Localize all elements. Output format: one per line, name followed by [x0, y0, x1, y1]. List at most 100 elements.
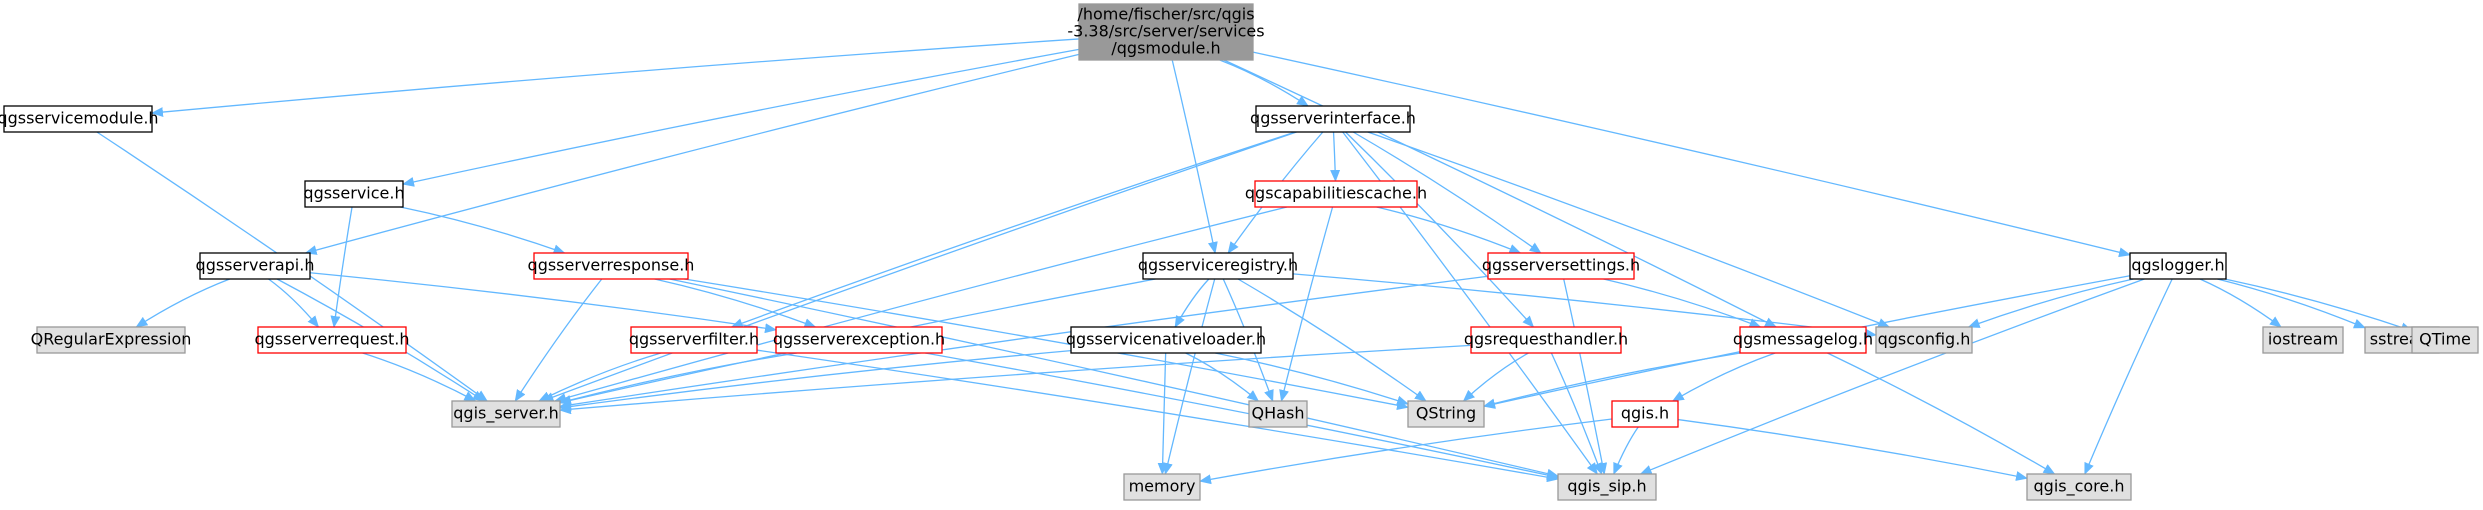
node-qgsmessagelog[interactable]: qgsmessagelog.h — [1733, 326, 1873, 354]
edge-qgsserverapi-to-qgsserverexception — [309, 272, 777, 334]
edge-qgscapabilitiescache-to-qhash — [1279, 206, 1334, 402]
node-box-qgsservice — [304, 180, 404, 208]
node-box-qgis_core — [2026, 473, 2132, 501]
edge-qgsmessagelog-to-qgis_core — [1827, 352, 2056, 475]
edge-qgsserverfilter-to-qgis_sip — [756, 349, 1559, 483]
node-qgsservicenativeloader[interactable]: qgsservicenativeloader.h — [1066, 326, 1266, 354]
node-qgsserverexception[interactable]: qgsserverexception.h — [773, 326, 945, 354]
node-qgsserverrequest[interactable]: qgsserverrequest.h — [254, 326, 410, 354]
edge-qgsserviceregistry-to-memory — [1162, 278, 1216, 475]
node-qgis_server[interactable]: qgis_server.h — [451, 400, 561, 428]
node-label-qgsserviceregistry: qgsserviceregistry.h — [1138, 256, 1298, 275]
node-qgsrequesthandler[interactable]: qgsrequesthandler.h — [1464, 326, 1628, 354]
edges-layer — [96, 38, 2413, 485]
node-qstring[interactable]: QString — [1407, 400, 1485, 428]
edge-qgsservicenativeloader-to-qgis_server — [559, 350, 1072, 412]
node-box-qtime — [2411, 326, 2479, 354]
edge-qgsserviceregistry-to-qstring — [1237, 278, 1427, 402]
node-box-qgis — [1611, 400, 1679, 428]
node-box-qgsmodule — [1078, 3, 1254, 61]
node-qgis[interactable]: qgis.h — [1611, 400, 1679, 428]
node-qgis_sip[interactable]: qgis_sip.h — [1557, 473, 1657, 501]
edge-qgsserverresponse-to-qgis_server — [514, 278, 603, 402]
node-memory[interactable]: memory — [1123, 473, 1201, 501]
node-box-qgsserverresponse — [533, 252, 689, 280]
node-label-qgsrequesthandler: qgsrequesthandler.h — [1464, 330, 1628, 349]
node-qgsservice[interactable]: qgsservice.h — [303, 180, 405, 208]
edge-qgsmodule-to-qgslogger — [1252, 51, 2131, 258]
node-iostream[interactable]: iostream — [2262, 326, 2344, 354]
node-label-qgis: qgis.h — [1621, 404, 1669, 423]
edge-qgsserviceregistry-to-qgsservicenativeloader — [1174, 278, 1210, 328]
node-label-qhash: QHash — [1252, 404, 1305, 423]
edge-qgsserverresponse-to-qstring — [684, 278, 1409, 411]
node-label-qgsservice: qgsservice.h — [303, 184, 404, 203]
node-box-memory — [1123, 473, 1201, 501]
edge-qgsmessagelog-to-qgis — [1671, 352, 1776, 402]
node-qgsserverapi[interactable]: qgsserverapi.h — [196, 252, 315, 280]
node-label-qgsserverexception: qgsserverexception.h — [773, 330, 945, 349]
node-box-qgsservicemodule — [3, 105, 153, 133]
edge-qgslogger-to-qtime — [2224, 278, 2413, 333]
edge-qgscapabilitiescache-to-qgsserversettings — [1376, 206, 1522, 254]
edge-qgsserverinterface-to-qgis_sip — [1342, 131, 1598, 475]
node-qgsmodule[interactable]: /home/fischer/src/qgis-3.38/src/server/s… — [1067, 3, 1265, 61]
edge-qgsmodule-to-qgsmessagelog — [1223, 59, 1778, 328]
node-qtime[interactable]: QTime — [2411, 326, 2479, 354]
node-qgslogger[interactable]: qgslogger.h — [2129, 252, 2227, 280]
edge-qgsserverinterface-to-qgsconfig — [1367, 131, 1891, 328]
node-qgsconfig[interactable]: qgsconfig.h — [1875, 326, 1973, 354]
edge-qgsserverapi-to-qregularexpression — [135, 278, 230, 328]
edge-qgsserverinterface-to-qgsserversettings — [1352, 131, 1542, 254]
node-box-qgscapabilitiescache — [1254, 180, 1418, 208]
edge-qgsservice-to-qgsserverresponse — [400, 206, 566, 255]
edge-qgsserverfilter-to-qgis_server — [538, 352, 662, 402]
node-box-qgsserverrequest — [257, 326, 407, 354]
node-label-qgsserverfilter: qgsserverfilter.h — [629, 330, 759, 349]
edge-qgsrequesthandler-to-qstring — [1462, 352, 1529, 402]
edge-qgsserversettings-to-qgis_server — [559, 275, 1489, 410]
node-label-qgsmessagelog: qgsmessagelog.h — [1733, 330, 1873, 349]
edge-qgsserverexception-to-qgis_server — [559, 352, 798, 405]
nodes-layer: /home/fischer/src/qgis-3.38/src/server/s… — [0, 3, 2479, 501]
node-qgsserviceregistry[interactable]: qgsserviceregistry.h — [1138, 252, 1298, 280]
edge-qgsrequesthandler-to-qgis_sip — [1550, 352, 1603, 475]
node-qregularexpression[interactable]: QRegularExpression — [31, 326, 192, 354]
node-box-qgsserverexception — [775, 326, 943, 354]
node-label-qgis_core: qgis_core.h — [2034, 477, 2125, 497]
node-qgscapabilitiescache[interactable]: qgscapabilitiescache.h — [1245, 180, 1427, 208]
node-box-qgsserverapi — [199, 252, 311, 280]
edge-qgslogger-to-qgis_core — [2084, 278, 2173, 475]
edge-qgslogger-to-sstream — [2217, 278, 2366, 329]
node-box-qgsserviceregistry — [1142, 252, 1294, 280]
node-label-qgsmodule: /qgsmodule.h — [1111, 39, 1220, 58]
edge-qgsservicenativeloader-to-memory — [1157, 352, 1168, 475]
edge-qgsserverresponse-to-qgis_sip — [669, 278, 1559, 479]
edge-qgsmodule-to-qgsservicemodule — [151, 38, 1080, 118]
node-qgsserverresponse[interactable]: qgsserverresponse.h — [528, 252, 695, 280]
node-box-qgsserverfilter — [630, 326, 758, 354]
edge-qgslogger-to-iostream — [2199, 278, 2282, 328]
node-label-iostream: iostream — [2268, 330, 2338, 349]
node-label-qstring: QString — [1416, 404, 1476, 423]
node-box-qgsrequesthandler — [1470, 326, 1622, 354]
node-box-qgsconfig — [1875, 326, 1973, 354]
edge-qgscapabilitiescache-to-qgis_server — [554, 206, 1288, 403]
node-qgsservicemodule[interactable]: qgsservicemodule.h — [0, 105, 159, 133]
node-box-qgis_server — [451, 400, 561, 428]
edge-qgsserverinterface-to-qgsserverfilter — [730, 131, 1296, 328]
node-label-qtime: QTime — [2419, 330, 2471, 349]
node-qgsserverfilter[interactable]: qgsserverfilter.h — [629, 326, 759, 354]
node-qgsserversettings[interactable]: qgsserversettings.h — [1482, 252, 1640, 280]
node-label-qgsservicenativeloader: qgsservicenativeloader.h — [1066, 330, 1266, 349]
node-box-qhash — [1248, 400, 1308, 428]
node-box-qregularexpression — [36, 326, 186, 354]
edge-qgsserverrequest-to-qgis_server — [362, 352, 477, 402]
node-qgsserverinterface[interactable]: qgsserverinterface.h — [1250, 105, 1416, 133]
node-label-qgslogger: qgslogger.h — [2131, 256, 2224, 275]
edge-qgsserverinterface-to-qgis_server — [541, 131, 1297, 402]
node-qgis_core[interactable]: qgis_core.h — [2026, 473, 2132, 501]
node-qhash[interactable]: QHash — [1248, 400, 1308, 428]
node-label-memory: memory — [1129, 477, 1196, 496]
